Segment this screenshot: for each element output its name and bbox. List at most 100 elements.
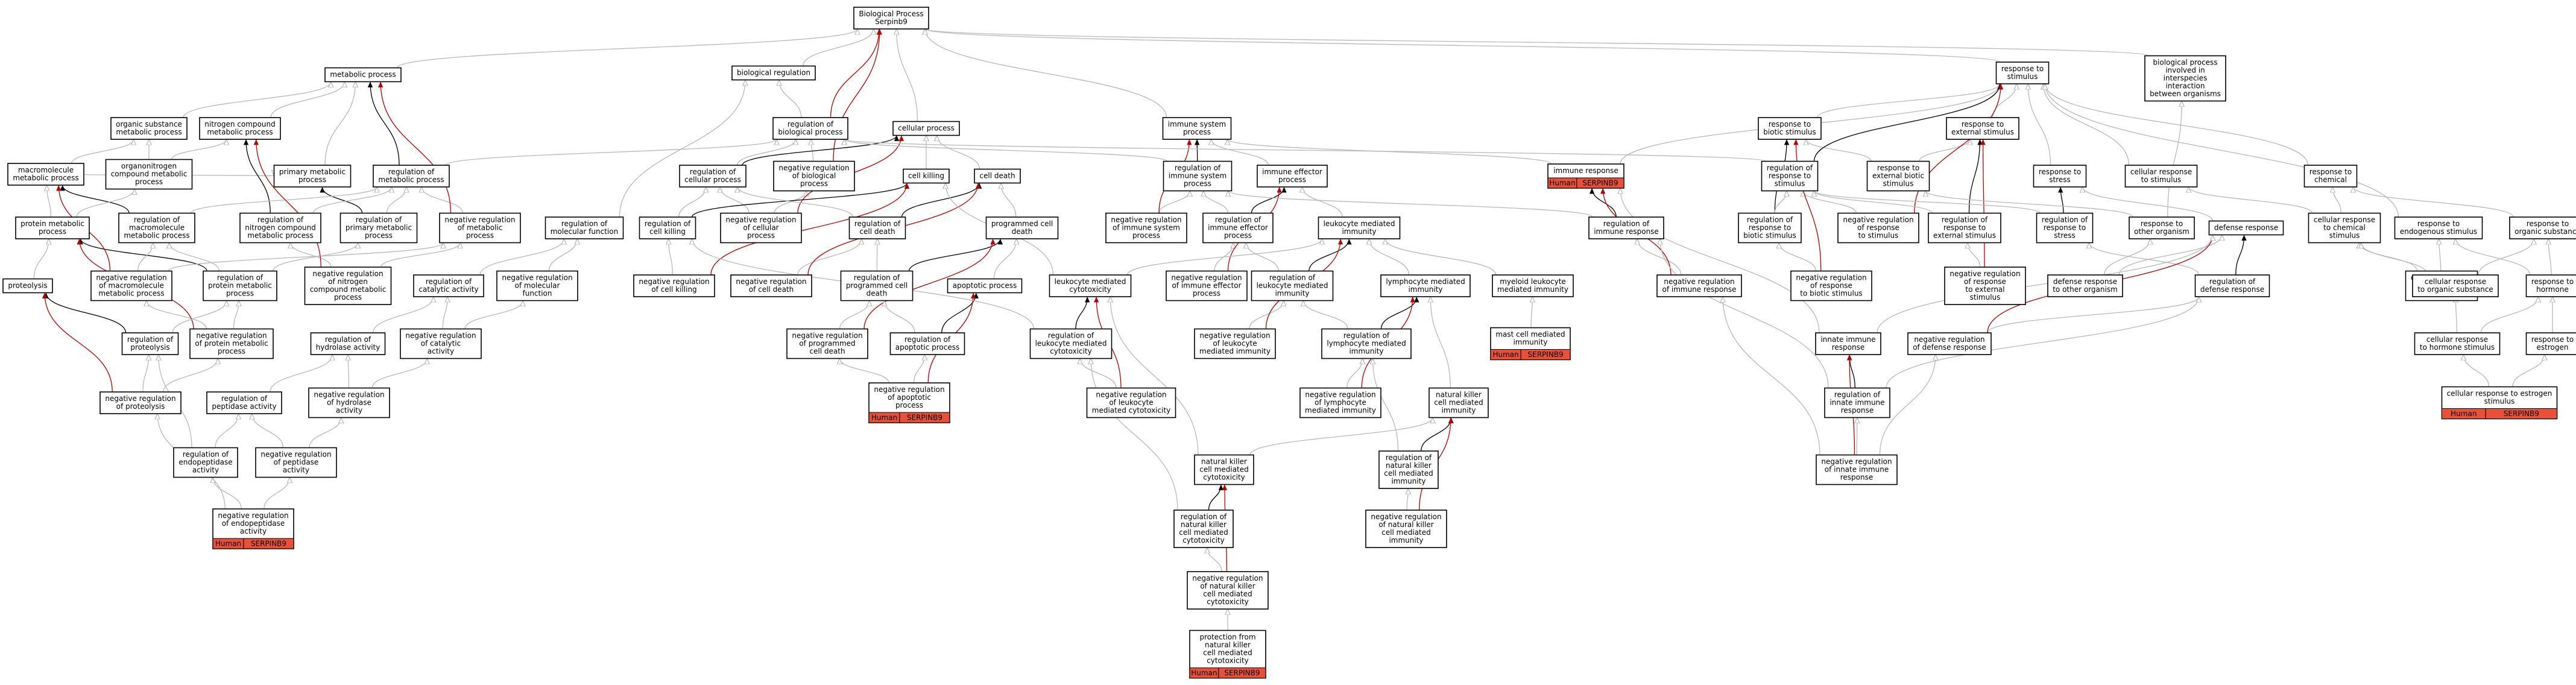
go-term-cellproc[interactable]: cellular process: [892, 121, 960, 136]
go-term-celldeath[interactable]: cell death: [974, 168, 1021, 184]
go-term-apoptotic[interactable]: apoptotic process: [947, 278, 1023, 294]
go-term-defresp[interactable]: defense response: [2208, 220, 2284, 236]
go-term-metproc[interactable]: metabolic process: [324, 67, 402, 83]
go-term-proteolysis[interactable]: proteolysis: [2, 278, 53, 294]
go-term-cellkill[interactable]: cell killing: [903, 168, 950, 184]
go-term-cellrespestrogen[interactable]: cellular response to estrogenstimulusHum…: [2441, 386, 2558, 420]
go-term-bioreg[interactable]: biological regulation: [731, 65, 816, 81]
